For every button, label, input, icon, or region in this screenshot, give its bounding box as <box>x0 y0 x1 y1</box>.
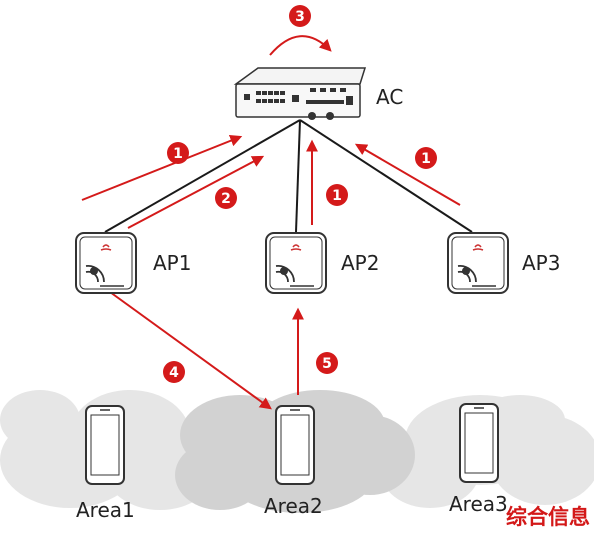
step-badge-4: 4 <box>163 361 185 383</box>
ap2-icon <box>265 232 327 294</box>
svg-text:3: 3 <box>295 9 305 25</box>
arrow-ac-step3 <box>269 35 332 56</box>
ap1-label: AP1 <box>153 251 191 275</box>
ap2-label: AP2 <box>341 251 379 275</box>
svg-text:5: 5 <box>322 356 332 372</box>
svg-text:1: 1 <box>332 188 342 204</box>
ap3-label: AP3 <box>522 251 560 275</box>
phone-area2-icon <box>275 405 315 485</box>
step-badge-1b: 1 <box>326 184 348 206</box>
ap3-icon <box>447 232 509 294</box>
svg-text:1: 1 <box>421 151 431 167</box>
step-badge-5: 5 <box>316 352 338 374</box>
step-badge-1a: 1 <box>167 142 189 164</box>
links <box>104 119 473 233</box>
area1-label: Area1 <box>76 498 135 522</box>
area2-label: Area2 <box>264 494 323 518</box>
step-badge-2: 2 <box>215 187 237 209</box>
svg-text:4: 4 <box>169 365 179 381</box>
arrow-ap3-ac-step1 <box>354 143 461 206</box>
ac-switch-icon <box>233 67 367 120</box>
ap1-icon <box>75 232 137 294</box>
svg-text:2: 2 <box>221 191 231 207</box>
area3-label: Area3 <box>449 492 508 516</box>
watermark-text: 综合信息 <box>506 505 590 529</box>
phone-area1-icon <box>85 405 125 485</box>
arrow-ap1-ac-step1 <box>81 134 243 201</box>
arrows <box>81 35 461 410</box>
link-ap2-ac <box>295 119 301 233</box>
link-ap3-ac <box>299 119 473 233</box>
ac-label: AC <box>376 85 403 109</box>
arrow-ap1-area2-step4 <box>109 291 272 410</box>
arrow-ap1-ac-step2 <box>127 155 265 229</box>
step-badge-1c: 1 <box>415 147 437 169</box>
phone-area3-icon <box>459 403 499 483</box>
step-badge-3: 3 <box>289 5 311 27</box>
link-ap1-ac <box>104 119 301 233</box>
svg-text:1: 1 <box>173 146 183 162</box>
